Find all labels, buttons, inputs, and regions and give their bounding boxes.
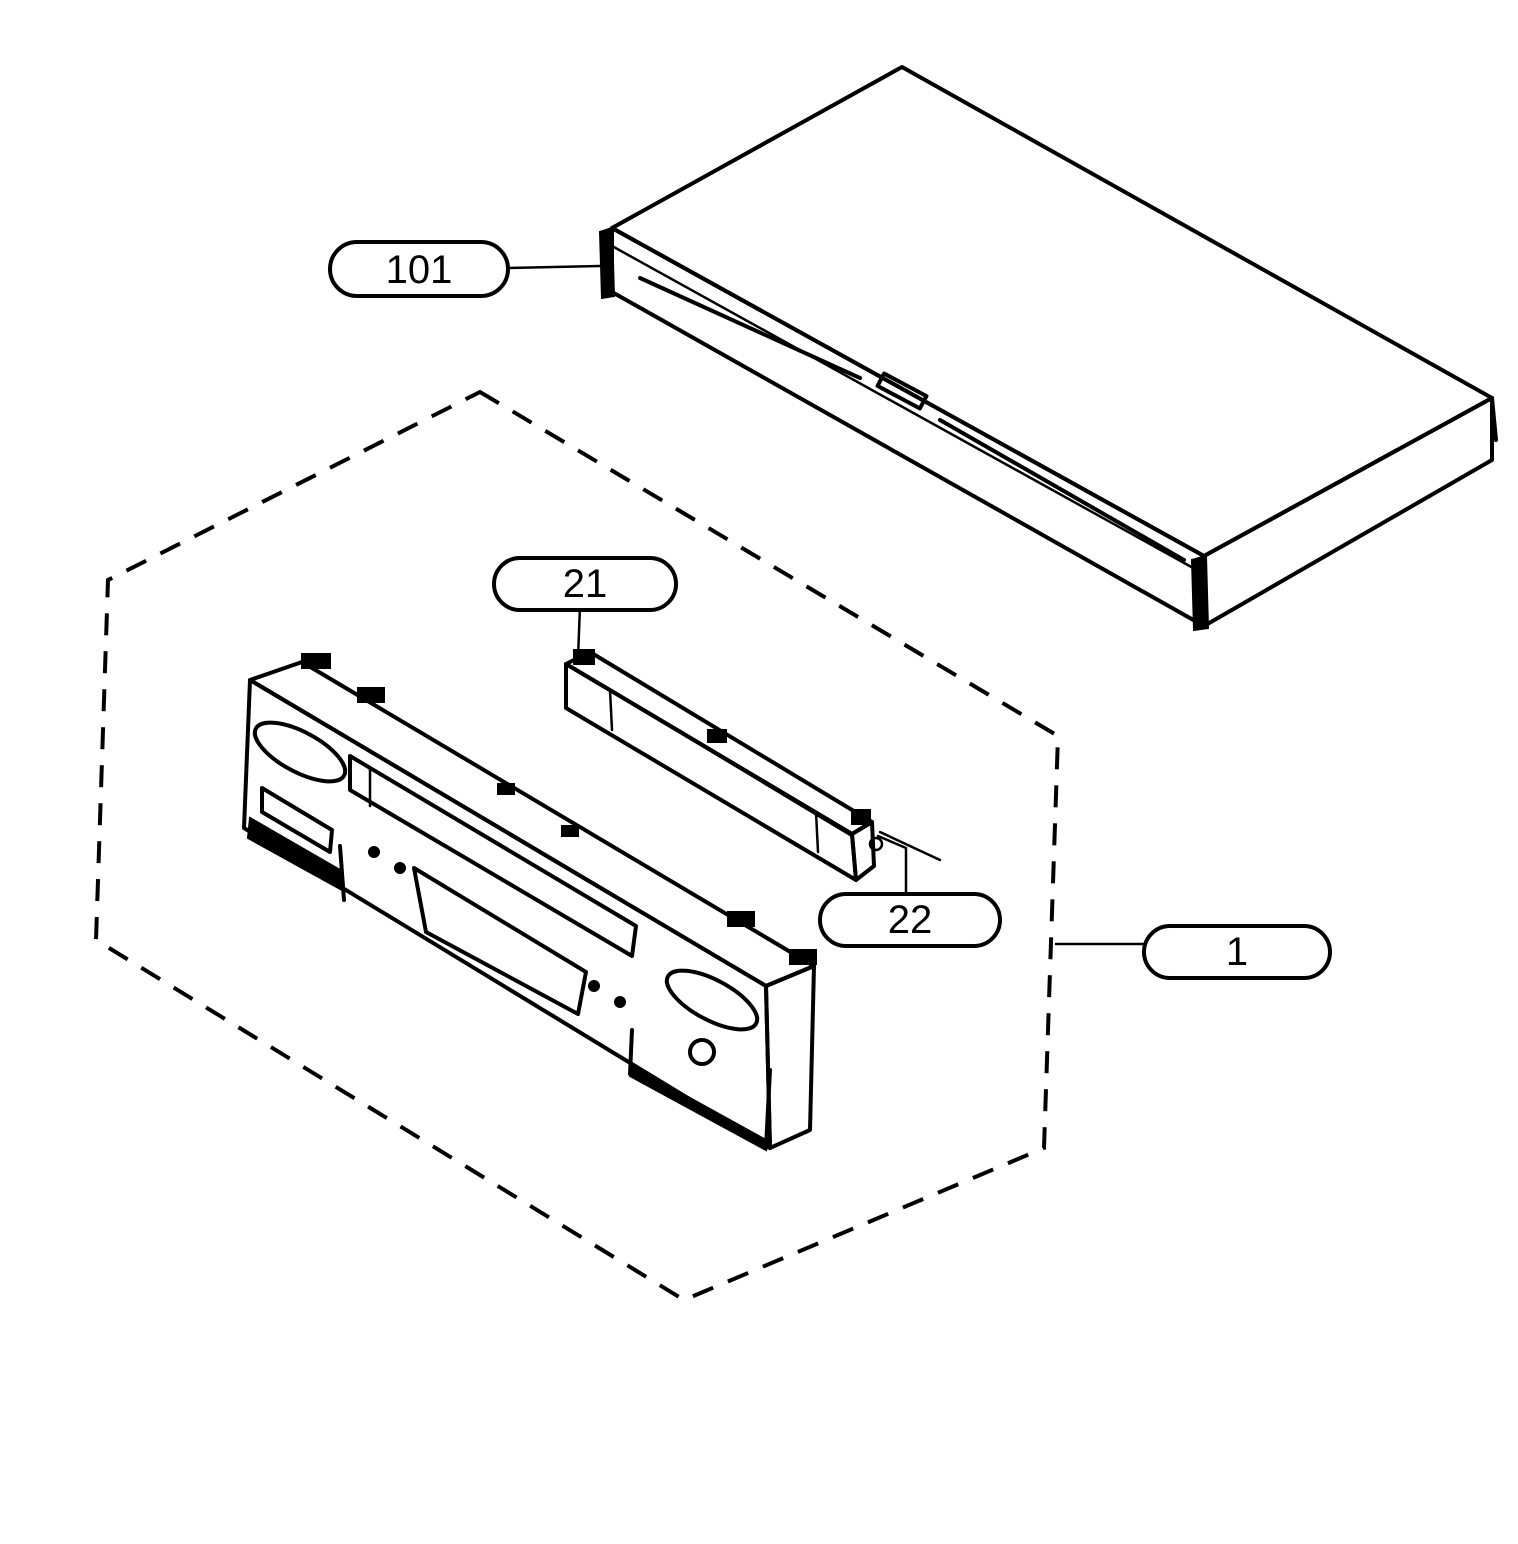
callout-101-label: 101 — [386, 248, 453, 292]
callout-22[interactable]: 22 — [818, 892, 1002, 948]
callout-21-label: 21 — [563, 562, 608, 606]
callout-1-label: 1 — [1226, 930, 1248, 974]
front-panel-icon — [242, 653, 817, 1152]
assembly-boundary — [93, 389, 1061, 1303]
top-cover-icon — [598, 65, 1498, 632]
callout-21[interactable]: 21 — [492, 556, 678, 612]
callout-1[interactable]: 1 — [1142, 924, 1332, 980]
leader-lines — [506, 264, 1146, 946]
callout-101[interactable]: 101 — [328, 240, 510, 298]
spring-icon — [868, 830, 942, 862]
cassette-door-icon — [564, 649, 876, 882]
callout-22-label: 22 — [888, 898, 933, 942]
